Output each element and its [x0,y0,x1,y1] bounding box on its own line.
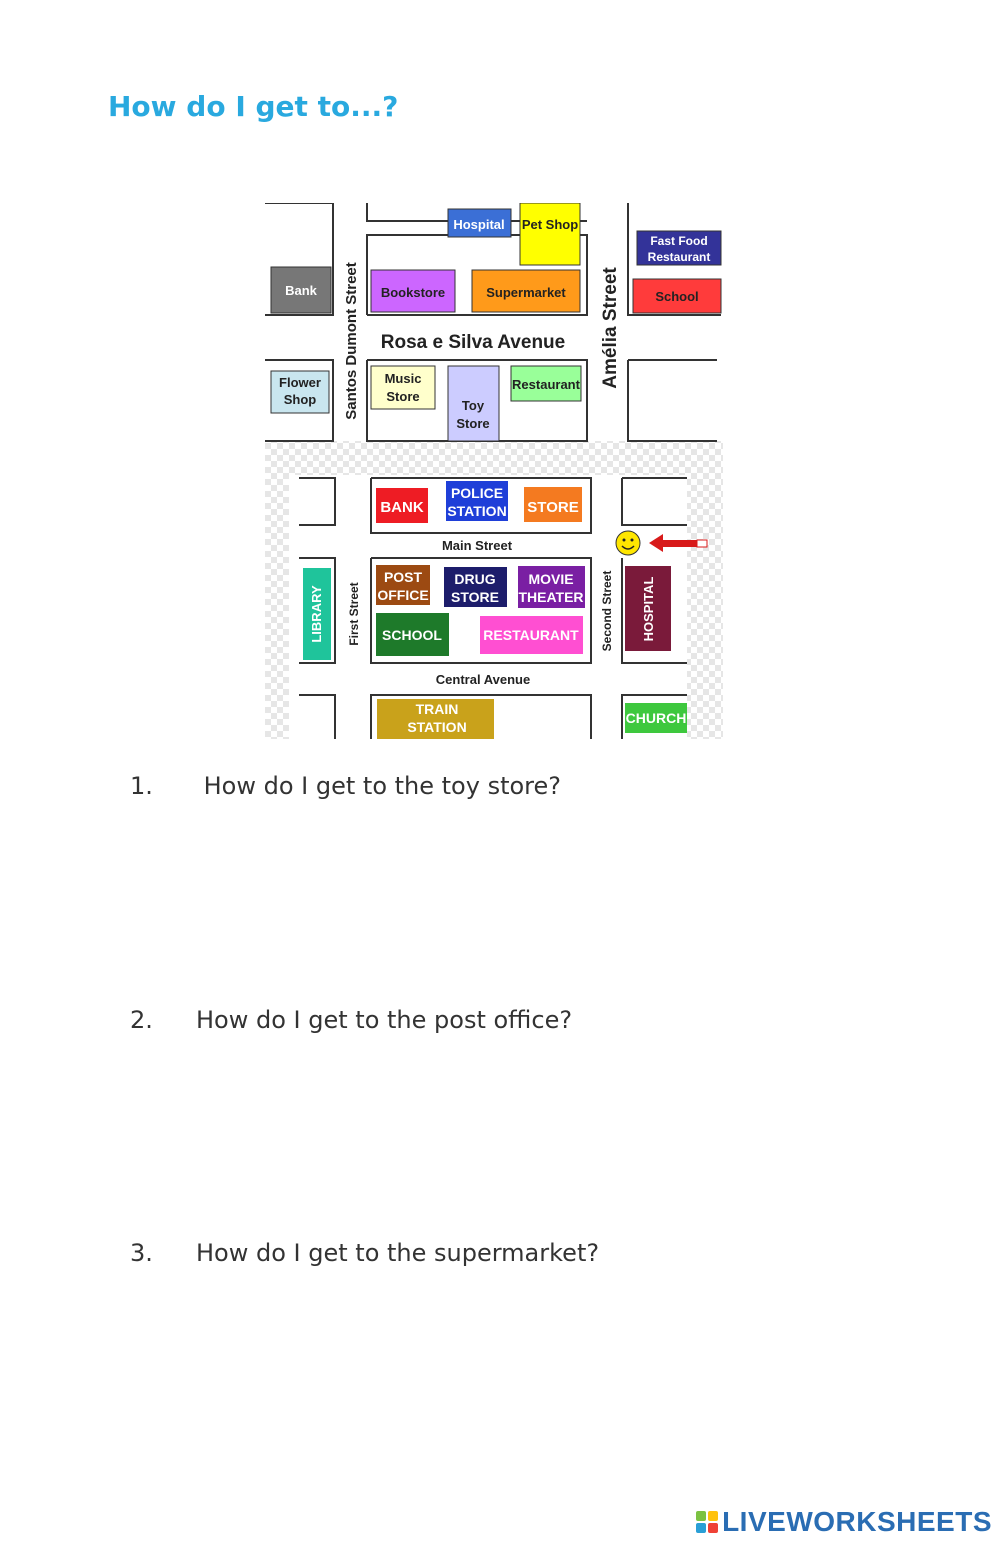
liveworksheets-brand[interactable]: LIVEWORKSHEETS [696,1506,992,1538]
bookstore-label: Bookstore [381,285,445,300]
hospital-block [447,208,512,238]
restaurant-block [510,365,582,402]
question-2-text: How do I get to the post office? [196,1006,573,1034]
smiley-mouth [621,545,635,550]
main-street-label: Main Street [442,538,513,553]
church-building [625,703,687,733]
movie-theater-building [518,566,585,608]
hospital-building [625,566,671,651]
train-station-label-2: STATION [407,719,466,735]
drug-store-label-1: DRUG [454,571,495,587]
answer-area-1[interactable] [130,815,870,965]
flower-shop-label-2: Shop [284,392,317,407]
school-building [376,613,449,656]
rosa-e-silva-avenue-label: Rosa e Silva Avenue [381,332,565,353]
logo-square-4 [708,1523,719,1533]
worksheet-title: How do I get to...? [108,90,399,123]
library-building [303,568,331,660]
bookstore-block [370,269,456,313]
toy-store-label-1: Toy [462,398,485,413]
arrow-head [649,534,663,552]
supermarket-label: Supermarket [486,285,566,300]
map-divider-band [265,441,723,475]
toy-store-block [447,365,500,442]
restaurant-building-label: RESTAURANT [483,627,579,643]
pet-shop-block [519,203,581,266]
supermarket-block [471,269,581,313]
restaurant-label: Restaurant [512,377,581,392]
question-3: 3. How do I get to the supermarket? [130,1239,599,1267]
question-1: 1. How do I get to the toy store? [130,772,561,800]
liveworksheets-logo-icon [696,1511,719,1533]
bank-building-label: BANK [380,499,423,516]
map-right-edge [687,475,723,739]
logo-square-3 [696,1523,707,1533]
bank-label: Bank [285,283,318,298]
question-2: 2. How do I get to the post office? [130,1006,572,1034]
fast-food-block [636,230,722,266]
santos-dumont-street-label: Santos Dumont Street [343,262,360,420]
liveworksheets-wordmark: LIVEWORKSHEETS [722,1506,992,1537]
flower-shop-label-1: Flower [279,375,321,390]
answer-area-3[interactable] [130,1283,870,1433]
question-3-number: 3. [130,1239,153,1267]
store-building-label: STORE [527,499,578,516]
police-station-label-1: POLICE [451,485,503,501]
movie-theater-label-1: MOVIE [528,571,573,587]
post-office-label-2: OFFICE [377,587,428,603]
school-block [632,278,722,314]
smiley-right-eye [630,538,634,542]
restaurant-building [480,616,583,654]
drug-store-building [444,567,507,607]
church-building-label: CHURCH [626,710,687,726]
map-left-edge [265,475,289,739]
arrow-tail [696,539,708,548]
logo-square-1 [696,1511,707,1521]
music-store-label-2: Store [386,389,419,404]
post-office-label-1: POST [384,569,423,585]
music-store-label-1: Music [385,371,422,386]
smiley-face [615,530,641,556]
bank-block [270,266,332,314]
movie-theater-label-2: THEATER [518,589,583,605]
train-station-building [377,699,494,739]
question-3-text: How do I get to the supermarket? [196,1239,600,1267]
flower-shop-block [270,370,330,414]
first-street-label: First Street [347,582,361,645]
drug-store-label-2: STORE [451,589,499,605]
school-building-label: SCHOOL [382,627,442,643]
fast-food-label-1: Fast Food [650,234,707,248]
library-label: LIBRARY [309,585,324,643]
street-map: Hospital Pet Shop Fast Food Restaurant B… [265,203,723,739]
question-1-text: How do I get to the toy store? [196,772,562,800]
police-station-building [446,481,508,521]
question-1-number: 1. [130,772,153,800]
train-station-label-1: TRAIN [416,701,459,717]
music-store-block [370,365,436,410]
logo-square-2 [708,1511,719,1521]
amelia-street-label: Amélia Street [600,267,621,389]
smiley-left-eye [622,538,626,542]
school-label: School [655,289,698,304]
toy-store-label-2: Store [456,416,489,431]
fast-food-label-2: Restaurant [648,250,711,264]
bank-building [376,488,428,523]
central-avenue-label: Central Avenue [436,672,530,687]
hospital-building-label: HOSPITAL [641,577,656,642]
hospital-label: Hospital [453,217,504,232]
arrow-shaft [663,540,697,547]
post-office-building [376,565,430,605]
question-2-number: 2. [130,1006,153,1034]
pet-shop-label: Pet Shop [522,217,578,232]
police-station-label-2: STATION [447,503,506,519]
second-street-label: Second Street [600,571,614,652]
answer-area-2[interactable] [130,1050,870,1200]
store-building [524,487,582,522]
